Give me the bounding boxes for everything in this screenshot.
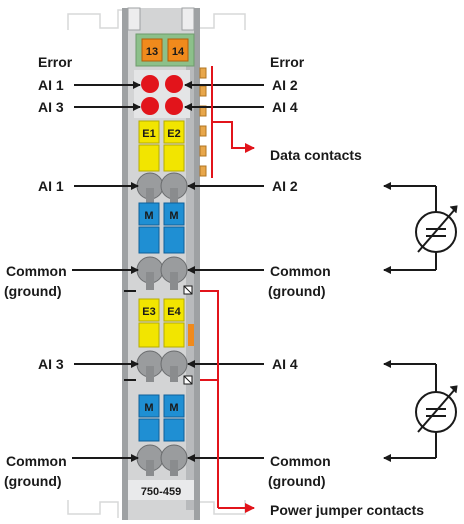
status-labels-top: E1 E2 bbox=[138, 120, 185, 172]
label-13-text: 13 bbox=[146, 46, 158, 58]
terminal-clamp-common-2 bbox=[136, 444, 188, 476]
label-e1: E1 bbox=[142, 128, 155, 140]
led-ai3 bbox=[141, 97, 159, 115]
label-ground-right-2: (ground) bbox=[268, 473, 326, 489]
label-common-right-2: Common bbox=[270, 453, 331, 469]
error-led-panel bbox=[134, 70, 190, 118]
label-14-text: 14 bbox=[172, 46, 185, 58]
terminal-clamp-common-1 bbox=[136, 256, 188, 290]
label-ai3-top: AI 3 bbox=[38, 99, 64, 115]
label-e3: E3 bbox=[142, 306, 155, 318]
label-13 bbox=[141, 38, 163, 62]
label-error-left: Error bbox=[38, 54, 73, 70]
label-ai1-mid: AI 1 bbox=[38, 178, 64, 194]
label-ai2-top: AI 2 bbox=[272, 77, 298, 93]
blue-marker-top: M M bbox=[138, 202, 185, 254]
label-power-jumper-contacts: Power jumper contacts bbox=[270, 502, 424, 518]
power-jumper-marks bbox=[124, 285, 193, 385]
label-14 bbox=[167, 38, 189, 62]
label-common-left-2: Common bbox=[6, 453, 67, 469]
label-ai3-mid: AI 3 bbox=[38, 356, 64, 372]
left-labels: Error AI 1 AI 3 AI 1 Common (ground) AI … bbox=[4, 54, 141, 489]
label-e4: E4 bbox=[167, 306, 181, 318]
right-labels: Error AI 2 AI 4 AI 2 Common (ground) AI … bbox=[184, 54, 331, 489]
led-ai4 bbox=[165, 97, 183, 115]
current-source-icon bbox=[383, 182, 458, 274]
terminal-clamp-ai3-ai4 bbox=[136, 350, 188, 382]
top-connector-labels: 13 14 bbox=[141, 38, 189, 62]
label-ai4-top: AI 4 bbox=[272, 99, 298, 115]
label-common-right-1: Common bbox=[270, 263, 331, 279]
label-ground-left-1: (ground) bbox=[4, 283, 62, 299]
label-ai2-mid: AI 2 bbox=[272, 178, 298, 194]
label-m1: M bbox=[144, 210, 153, 222]
led-ai2 bbox=[165, 75, 183, 93]
status-labels-bottom: E3 E4 bbox=[138, 298, 194, 348]
current-source-icon-2 bbox=[383, 360, 458, 462]
label-m3: M bbox=[144, 402, 153, 414]
part-number: 750-459 bbox=[141, 486, 181, 498]
label-data-contacts: Data contacts bbox=[270, 147, 362, 163]
label-error-right: Error bbox=[270, 54, 305, 70]
power-jumper-callout bbox=[200, 290, 255, 513]
label-common-left-1: Common bbox=[6, 263, 67, 279]
led-ai1 bbox=[141, 75, 159, 93]
data-contact-tabs bbox=[199, 67, 207, 177]
label-ai1-top: AI 1 bbox=[38, 77, 64, 93]
label-m4: M bbox=[169, 402, 178, 414]
label-ground-left-2: (ground) bbox=[4, 473, 62, 489]
data-contacts-callout bbox=[211, 66, 255, 178]
label-ground-right-1: (ground) bbox=[268, 283, 326, 299]
label-e2: E2 bbox=[167, 128, 180, 140]
label-ai4-mid: AI 4 bbox=[272, 356, 298, 372]
label-m2: M bbox=[169, 210, 178, 222]
blue-marker-bottom: M M bbox=[138, 394, 185, 442]
